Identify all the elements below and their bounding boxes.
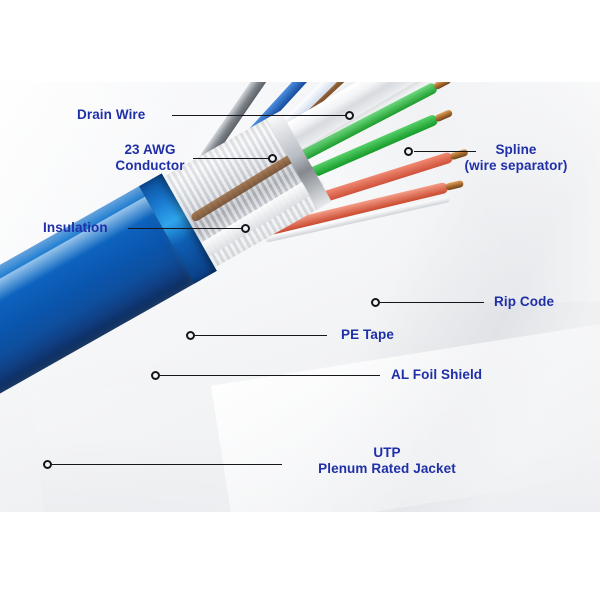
leader-spline (414, 151, 476, 152)
leader-pe-tape (195, 335, 327, 336)
utp-line-1: UTP (373, 445, 401, 460)
dot-pe-tape (186, 331, 195, 340)
leader-al-foil-shield (160, 375, 380, 376)
spline-line-1: Spline (495, 142, 537, 157)
dot-spline (404, 147, 413, 156)
leader-utp-jacket (52, 464, 282, 465)
spline-line-2: (wire separator) (464, 158, 568, 173)
callout-label-drain-wire: Drain Wire (77, 107, 146, 122)
callout-label-pe-tape: PE Tape (341, 327, 394, 342)
dot-drain-wire (345, 111, 354, 120)
callout-label-insulation: Insulation (43, 220, 108, 235)
dot-rip-code (371, 298, 380, 307)
cable-product-photo: Drain Wire 23 AWG Conductor Insulation S… (0, 82, 600, 512)
awg-line-1: 23 AWG (124, 142, 176, 157)
callout-label-rip-code: Rip Code (494, 294, 555, 309)
dot-insulation (241, 224, 250, 233)
dot-awg-conductor (268, 154, 277, 163)
background-facet-corner (210, 320, 600, 512)
utp-line-2: Plenum Rated Jacket (318, 461, 456, 476)
dot-al-foil-shield (151, 371, 160, 380)
callout-label-spline: Spline (wire separator) (443, 142, 589, 174)
callout-label-awg-conductor: 23 AWG Conductor (104, 142, 196, 174)
leader-awg-conductor (193, 158, 270, 159)
background-facet-bottom (31, 330, 600, 512)
awg-line-2: Conductor (115, 158, 185, 173)
leader-insulation (128, 228, 243, 229)
dot-utp-jacket (43, 460, 52, 469)
callout-label-utp-jacket: UTP Plenum Rated Jacket (292, 445, 482, 477)
leader-drain-wire (172, 115, 347, 116)
leader-rip-code (380, 302, 484, 303)
callout-label-al-foil-shield: AL Foil Shield (391, 367, 483, 382)
